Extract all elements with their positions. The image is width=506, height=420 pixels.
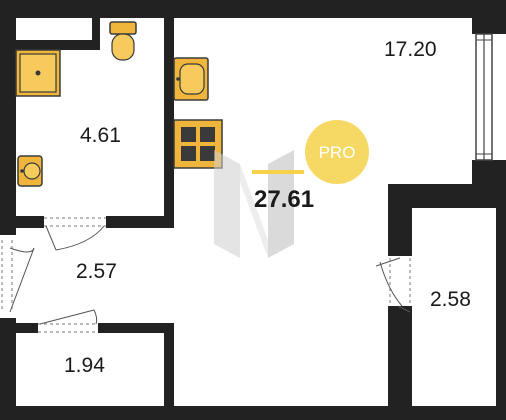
total-area: 27.61 [254, 186, 314, 213]
wall-left-upper [0, 0, 16, 235]
wall-niche-vertical [92, 0, 100, 50]
balcony-area: 2.58 [430, 288, 471, 311]
wall-bathroom-right [164, 0, 174, 228]
wall-bathroom-bottom-left [0, 216, 44, 228]
toilet [109, 21, 137, 61]
wall-storage-right [164, 323, 174, 420]
wall-right-top [472, 0, 506, 34]
wall-storage-top-right [98, 323, 174, 333]
balcony-frame-left-upper [388, 184, 412, 256]
wall-top [0, 0, 506, 18]
pro-badge: PRO [305, 120, 369, 184]
window [475, 33, 493, 161]
entrance-door [0, 235, 35, 318]
storage-area: 1.94 [64, 354, 105, 377]
kitchen-sink [173, 57, 209, 101]
shower-tray [15, 49, 61, 97]
storage-door [38, 309, 98, 333]
balcony-door [375, 256, 412, 313]
watermark-logo [214, 150, 294, 258]
balcony-frame-left-lower [388, 306, 412, 420]
stove [173, 119, 223, 169]
living-room-area: 17.20 [384, 38, 437, 61]
total-underline [252, 170, 304, 174]
wall-niche-horizontal [16, 40, 100, 50]
bathroom-sink [17, 155, 43, 187]
balcony-frame-right [496, 184, 506, 420]
hallway-area: 2.57 [76, 260, 117, 283]
bathroom-area: 4.61 [80, 124, 121, 147]
wall-left-lower [0, 318, 16, 420]
wall-storage-top-left [0, 323, 38, 333]
bathroom-door [44, 217, 106, 251]
wall-bathroom-bottom-right [106, 216, 174, 228]
wall-bottom [0, 406, 506, 420]
pro-badge-text: PRO [319, 143, 356, 162]
